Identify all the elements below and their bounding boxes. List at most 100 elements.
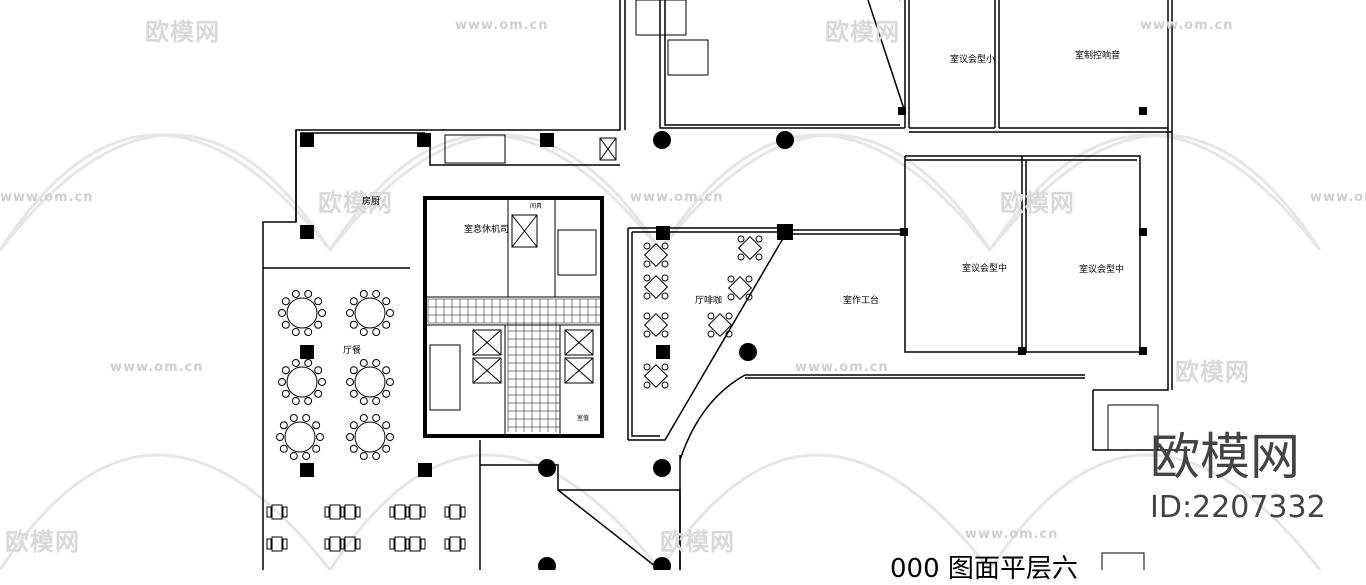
chair [359,413,368,422]
chair [643,312,651,320]
chair [316,433,324,441]
chair [324,506,330,518]
chair [643,330,651,338]
chair [318,378,326,386]
watermark: 欧模网 [5,528,80,556]
chair [389,538,395,550]
core [423,196,604,438]
dining-table [329,536,341,552]
watermark-url: www.om.cn [455,18,549,33]
chair [279,444,288,453]
core-interior [425,0,1159,570]
dining-table [344,504,356,520]
chair [643,274,651,282]
chair [737,253,745,261]
square-table [643,312,669,338]
dining-table [409,536,421,552]
square-table [643,242,669,268]
chair [339,538,345,550]
room-label-cafe: 厅啡咖 [695,296,723,306]
chair [420,506,426,518]
chair [389,506,395,518]
chair [727,293,735,301]
chair [382,297,391,306]
chair [266,506,272,518]
round-table [286,297,318,329]
chair [661,292,669,300]
room-label-storage: 间具 [530,203,543,210]
chair [346,378,354,386]
chair [372,413,381,422]
brand-watermark: 欧模网 [1150,428,1300,486]
chair [643,381,651,389]
chair [404,538,410,550]
chair [386,433,394,441]
tile-grid [427,298,600,432]
chair [314,297,323,306]
chair [281,366,290,375]
chair [304,397,313,406]
watermark-url: www.om.cn [795,360,889,375]
chair [282,538,288,550]
chair [460,538,466,550]
room-label-medium-meeting: 室议会型中 [962,264,1008,274]
chair [661,260,669,268]
chair [281,320,290,329]
chair [278,309,286,317]
chair [291,358,300,367]
chair [304,358,313,367]
chair [282,506,288,518]
dining-table [409,504,421,520]
chair [312,444,321,453]
room-label-medium-meeting: 室议会型中 [1079,265,1125,275]
chair [372,397,381,406]
watermark: 欧模网 [145,18,220,46]
chair [755,235,763,243]
chair [291,328,300,337]
chair [349,421,358,430]
chair [312,421,321,430]
dining-table [271,536,283,552]
chair [661,381,669,389]
chair [349,320,358,329]
room-label-kitchen: 房厨 [362,197,381,207]
chair [643,292,651,300]
chair [281,297,290,306]
watermark: 欧模网 [1000,189,1075,217]
dining-table [329,504,341,520]
round-table [286,366,318,398]
dining-table [394,536,406,552]
dining-table [449,504,461,520]
drawing-title: 000 图面平层六 [890,554,1078,584]
round-table [284,421,316,453]
chair [318,309,326,317]
chair [346,309,354,317]
chair [643,363,651,371]
square-table [707,312,733,338]
chair [266,538,272,550]
columns [300,107,1147,570]
chair [359,328,368,337]
chair [661,312,669,320]
square-table [643,274,669,300]
square-table [737,235,763,261]
chair [444,506,450,518]
chair [386,309,394,317]
chair [289,413,298,422]
chair [359,289,368,298]
chair [372,358,381,367]
chair [355,506,361,518]
chair [755,253,763,261]
dining-table [344,536,356,552]
chair [725,312,733,320]
chair [404,506,410,518]
chair [382,366,391,375]
watermark: 欧模网 [825,18,900,46]
chair [359,452,368,461]
watermark-url: www.om.cn [0,190,94,205]
watermark-url: www.om.cn [110,360,204,375]
chair [278,378,286,386]
watermark-url: www.om.cn [965,527,1059,542]
chair [291,397,300,406]
watermark-url: www.om.cn [1310,190,1366,205]
